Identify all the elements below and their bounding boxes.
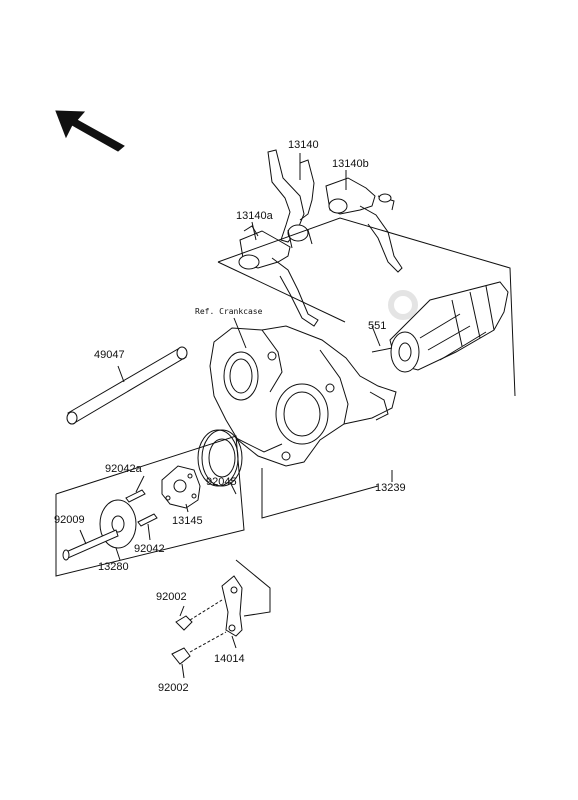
watermark-gear-icon <box>388 290 418 320</box>
bolt-92002-top <box>175 599 223 631</box>
plate-13280 <box>99 499 137 561</box>
cam-13145 <box>161 465 201 513</box>
crankcase-reference <box>209 325 397 467</box>
pin-92042 <box>137 513 158 541</box>
stopper-arm-14014 <box>221 575 243 649</box>
label-92045[interactable]: 92045 <box>206 476 237 488</box>
shift-shaft-49047 <box>66 346 188 425</box>
pin-92042a <box>125 475 146 503</box>
fork-group-bracket <box>217 217 516 397</box>
bolt-92009 <box>62 529 119 561</box>
label-92042a[interactable]: 92042a <box>105 463 142 475</box>
label-13145[interactable]: 13145 <box>172 515 203 527</box>
front-direction-arrow-icon <box>55 110 125 152</box>
label-551[interactable]: 551 <box>368 320 387 332</box>
label-13140[interactable]: 13140 <box>288 139 319 151</box>
label-49047[interactable]: 49047 <box>94 349 125 361</box>
bolt-92002-bottom <box>171 631 227 679</box>
label-13140b[interactable]: 13140b <box>332 158 369 170</box>
label-92009[interactable]: 92009 <box>54 514 85 526</box>
label-13239[interactable]: 13239 <box>375 482 406 494</box>
shift-drum-551 <box>371 281 509 373</box>
stopper-bracket <box>235 559 271 617</box>
label-92042[interactable]: 92042 <box>134 543 165 555</box>
label-92002-bottom[interactable]: 92002 <box>158 682 189 694</box>
label-13140a[interactable]: 13140a <box>236 210 273 222</box>
label-92002-top[interactable]: 92002 <box>156 591 187 603</box>
label-ref-crankcase: Ref. Crankcase <box>195 307 263 316</box>
label-13280[interactable]: 13280 <box>98 561 129 573</box>
label-14014[interactable]: 14014 <box>214 653 245 665</box>
shift-fork-13140b <box>325 177 403 273</box>
cam-group-bracket <box>55 435 245 577</box>
ref-crankcase-leader <box>233 317 247 349</box>
shift-fork-13140 <box>267 149 315 249</box>
